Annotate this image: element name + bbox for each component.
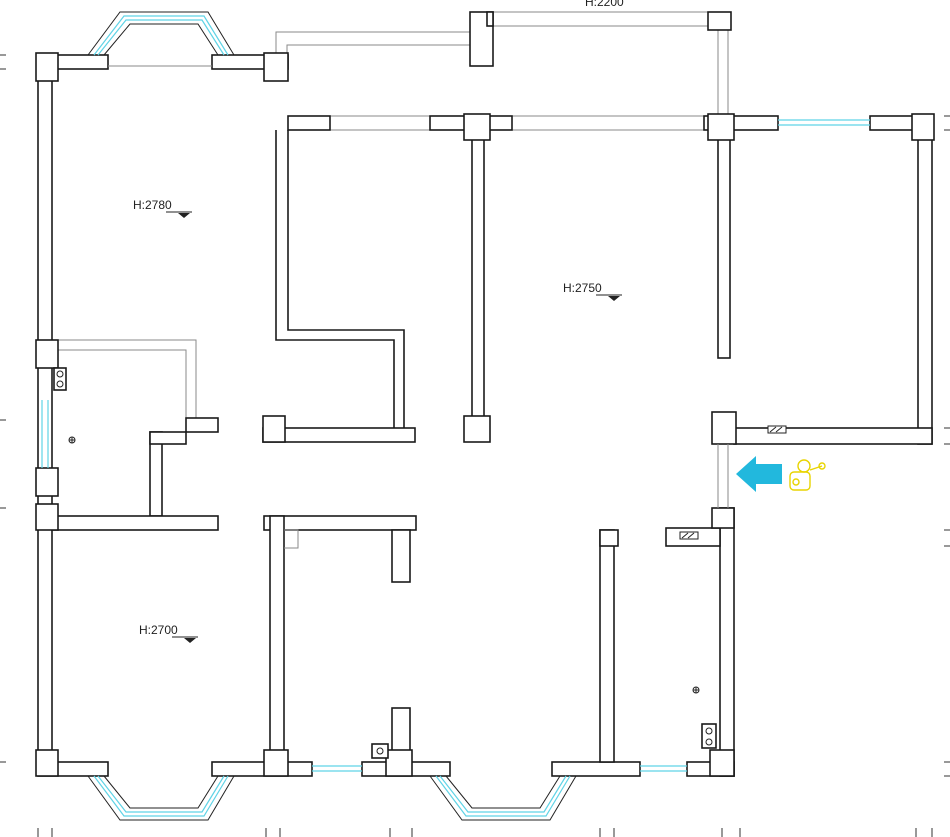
columns <box>35 52 935 777</box>
socket-icon <box>371 743 389 759</box>
floor-drain-icon <box>692 686 700 694</box>
floor-drain-icon <box>68 436 76 444</box>
interior-walls <box>51 129 737 763</box>
entrance-arrow-icon <box>736 456 782 492</box>
entrance <box>736 456 826 492</box>
height-label-porch: H:2200 <box>585 0 624 9</box>
fixtures <box>53 367 787 759</box>
height-label-bottom-left: H:2700 <box>139 623 178 637</box>
height-labels: H:2780 H:2750 H:2700 <box>133 198 622 643</box>
height-label-top-left: H:2780 <box>133 198 172 212</box>
height-label-main: H:2750 <box>563 281 602 295</box>
windows <box>41 11 870 821</box>
top-porch: H:2200 <box>275 0 732 131</box>
entry-figure-icon <box>789 459 826 491</box>
dimension-ticks <box>0 54 950 837</box>
